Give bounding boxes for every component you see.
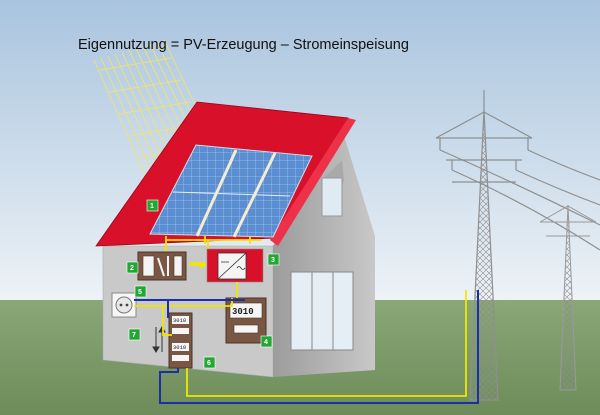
tag-6: 6 bbox=[203, 356, 216, 369]
meter-reading-a: 3010 bbox=[173, 317, 186, 324]
tag-7: 7 bbox=[128, 328, 141, 341]
tag-1: 1 bbox=[146, 199, 159, 212]
feed-in-meter: 3010 bbox=[225, 297, 267, 344]
tag-4: 4 bbox=[260, 335, 273, 348]
bidirectional-meter: 3010 3010 bbox=[168, 312, 193, 369]
solar-panels bbox=[149, 144, 313, 238]
inverter bbox=[206, 248, 264, 283]
meter-reading-b: 3010 bbox=[173, 344, 186, 351]
dc-switch-box bbox=[137, 251, 187, 281]
household-socket bbox=[111, 292, 137, 318]
gable-window-large bbox=[290, 271, 354, 351]
tag-3: 3 bbox=[267, 253, 280, 266]
svg-text:3: 3 bbox=[271, 257, 275, 264]
svg-text:5: 5 bbox=[138, 289, 142, 296]
tag-5: 5 bbox=[134, 285, 147, 298]
svg-text:6: 6 bbox=[207, 360, 211, 367]
power-tower-small bbox=[539, 204, 597, 391]
feed-in-meter-reading: 3010 bbox=[232, 307, 254, 317]
gable-window-upper bbox=[321, 177, 343, 217]
grid-lines bbox=[134, 290, 479, 404]
svg-text:2: 2 bbox=[130, 265, 134, 272]
svg-text:4: 4 bbox=[264, 339, 268, 346]
svg-text:1: 1 bbox=[150, 203, 154, 210]
roof-edge bbox=[270, 118, 356, 246]
tag-2: 2 bbox=[126, 261, 139, 274]
arrow-dc-to-ac bbox=[189, 261, 207, 269]
svg-text:7: 7 bbox=[132, 332, 136, 339]
diagram-title: Eigennutzung = PV-Erzeugung – Stromeinsp… bbox=[78, 37, 409, 53]
